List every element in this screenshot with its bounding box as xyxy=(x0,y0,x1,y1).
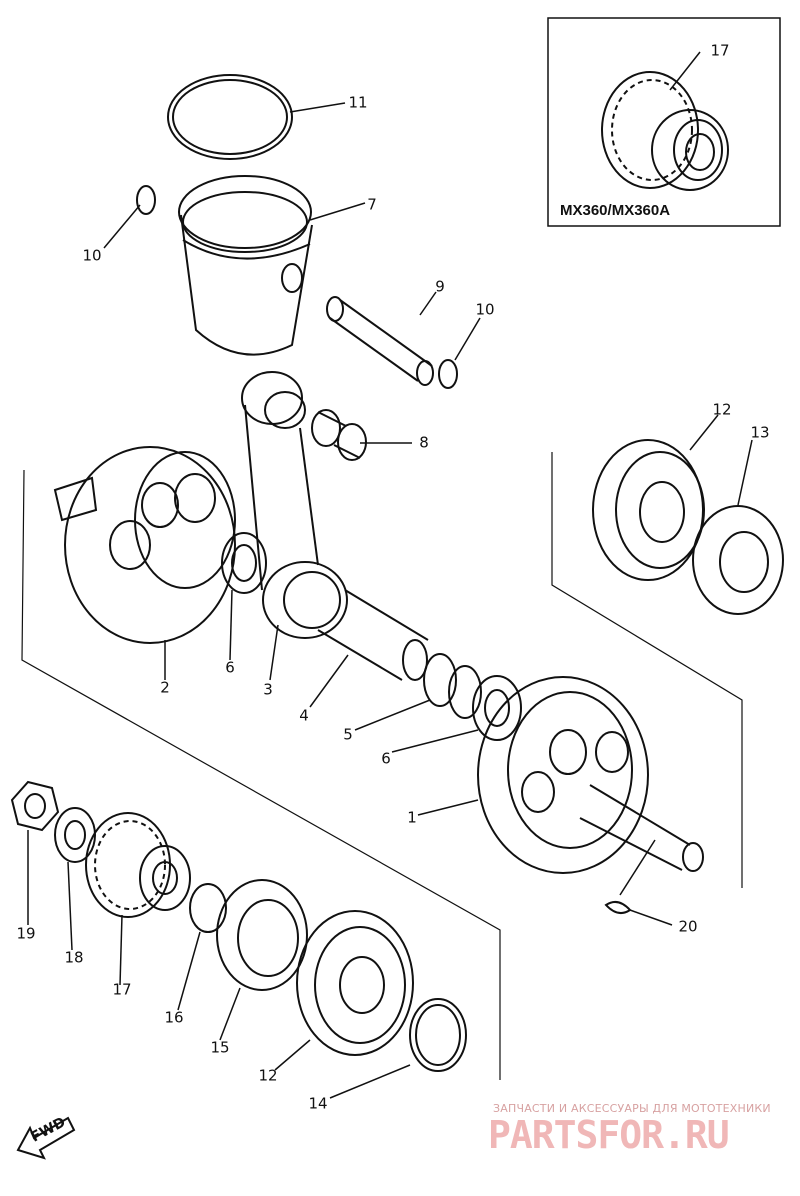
callout-3: 3 xyxy=(263,680,273,699)
piston-pin-9 xyxy=(327,297,433,385)
watermark-tagline: ЗАПЧАСТИ И АКСЕССУАРЫ ДЛЯ МОТОТЕХНИКИ xyxy=(493,1102,771,1115)
oil-seal-13 xyxy=(693,506,783,614)
gear-17 xyxy=(86,813,190,917)
callout-5: 5 xyxy=(343,725,353,744)
callout-11: 11 xyxy=(348,93,368,112)
bracket-left xyxy=(22,470,500,1080)
shim-14 xyxy=(410,999,466,1071)
callout-4: 4 xyxy=(299,706,309,725)
crank-pin-4 xyxy=(318,590,428,680)
inset-variant-label: MX360/MX360A xyxy=(560,202,671,219)
piston-ring-11 xyxy=(168,75,292,159)
nut-19 xyxy=(12,782,58,830)
needle-bearing-8 xyxy=(312,410,366,460)
crank-half-1 xyxy=(478,677,703,873)
oil-seal-15 xyxy=(217,880,307,990)
callout-8: 8 xyxy=(419,433,429,452)
watermark-brand: PARTSFOR.RU xyxy=(488,1113,730,1157)
thrust-washer-6-left-hole xyxy=(232,545,256,581)
callout-7: 7 xyxy=(367,195,377,214)
callout-6-right: 6 xyxy=(381,749,391,768)
washer-18 xyxy=(55,808,95,862)
circlip-10-left xyxy=(137,186,155,214)
callout-19: 19 xyxy=(16,924,36,943)
connecting-rod-3 xyxy=(242,372,347,638)
fwd-arrow-icon xyxy=(18,1118,74,1158)
callout-15: 15 xyxy=(210,1038,230,1057)
callout-6-left: 6 xyxy=(225,658,235,677)
bearing-12-lower xyxy=(297,911,413,1055)
callout-20: 20 xyxy=(678,917,698,936)
callout-16: 16 xyxy=(164,1008,184,1027)
bracket-upper-right xyxy=(552,452,742,888)
inset-box xyxy=(548,18,780,226)
woodruff-key-20 xyxy=(606,902,630,913)
thrust-washer-6-right xyxy=(473,676,521,740)
callout-13: 13 xyxy=(750,423,770,442)
callout-17-inset: 17 xyxy=(710,41,730,60)
callout-14: 14 xyxy=(308,1094,328,1113)
callout-10-right: 10 xyxy=(475,300,495,319)
callout-9: 9 xyxy=(435,277,445,296)
callout-2: 2 xyxy=(160,678,170,697)
callout-17: 17 xyxy=(112,980,132,999)
needle-bearing-5 xyxy=(424,654,481,718)
callout-18: 18 xyxy=(64,948,84,967)
circlip-16 xyxy=(190,884,226,932)
callout-1: 1 xyxy=(407,808,417,827)
callout-12-upper: 12 xyxy=(712,400,732,419)
callout-12-lower: 12 xyxy=(258,1066,278,1085)
bearing-12-upper xyxy=(593,440,704,580)
thrust-washer-6-left xyxy=(222,533,266,593)
piston-7 xyxy=(179,176,312,355)
crank-half-2 xyxy=(55,447,235,643)
thrust-washer-6-right-hole xyxy=(485,690,509,726)
callout-10-left: 10 xyxy=(82,246,102,265)
circlip-10-right xyxy=(439,360,457,388)
inset-gear-17 xyxy=(602,72,728,190)
leader-lines xyxy=(28,52,752,1098)
